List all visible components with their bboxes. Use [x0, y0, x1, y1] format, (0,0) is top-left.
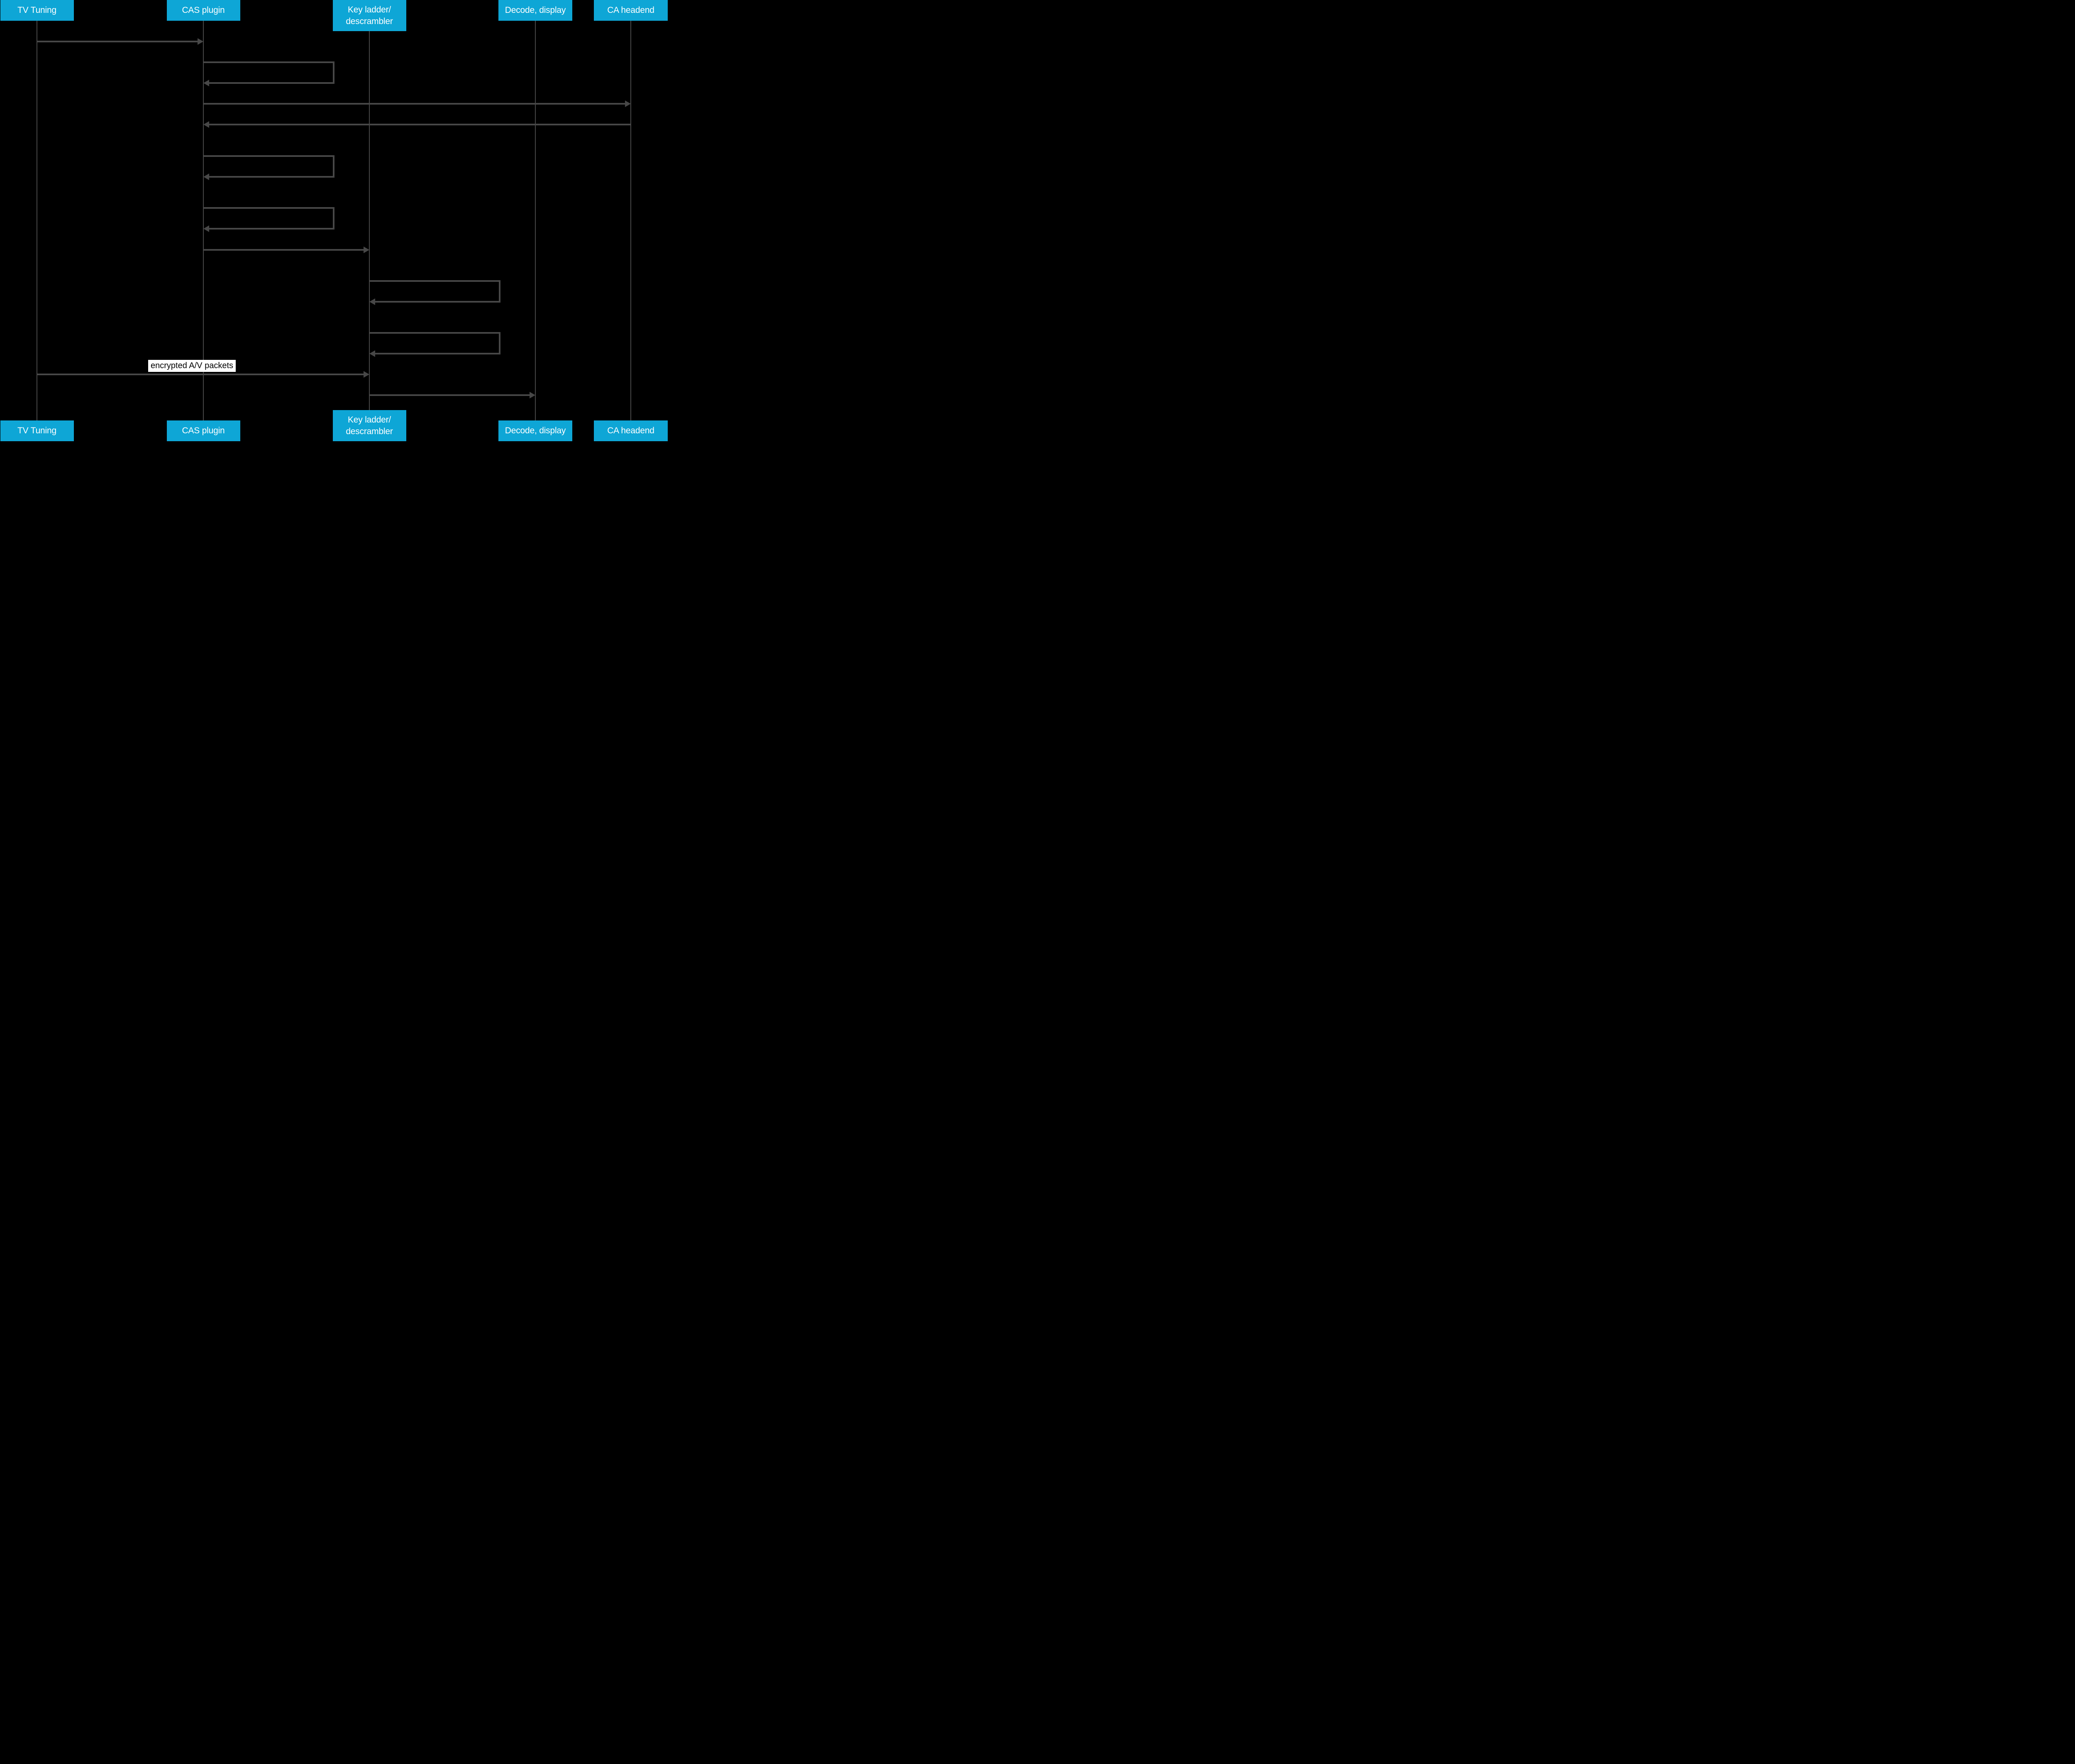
message-self-back-key-self-2	[375, 353, 500, 354]
lifeline-decode-display	[535, 21, 536, 420]
message-self-back-cas-self-3	[209, 228, 334, 230]
arrowhead-cas-self-1	[203, 80, 209, 86]
arrowhead-key-self-1	[369, 298, 375, 305]
arrowhead-key-self-2	[369, 350, 375, 357]
actor-box-bottom-tv-tuning: TV Tuning	[0, 420, 74, 441]
actor-box-top-decode-display: Decode, display	[498, 0, 572, 21]
arrowhead-cas-to-headend	[625, 100, 631, 107]
message-self-side-cas-self-2	[333, 155, 334, 178]
message-arrow-cas-to-headend	[203, 103, 625, 105]
actor-box-top-key-ladder: Key ladder/ descrambler	[332, 0, 406, 31]
message-self-out-cas-self-3	[203, 207, 334, 209]
message-label-tv-to-keyladder: encrypted A/V packets	[148, 360, 236, 372]
message-self-out-cas-self-1	[203, 61, 334, 63]
message-self-back-cas-self-1	[209, 82, 334, 84]
actor-box-top-tv-tuning: TV Tuning	[0, 0, 74, 21]
lifeline-ca-headend	[630, 21, 631, 420]
message-self-side-cas-self-1	[333, 61, 334, 84]
actor-box-bottom-key-ladder: Key ladder/ descrambler	[332, 410, 406, 441]
message-arrow-cas-to-keyladder	[203, 249, 364, 251]
message-self-side-cas-self-3	[333, 207, 334, 230]
arrowhead-cas-self-3	[203, 225, 209, 232]
message-self-out-key-self-1	[369, 280, 500, 282]
message-self-out-key-self-2	[369, 332, 500, 334]
actor-box-top-cas-plugin: CAS plugin	[166, 0, 240, 21]
message-arrow-tv-to-keyladder	[37, 374, 364, 375]
arrowhead-tv-to-keyladder	[364, 371, 369, 378]
arrowhead-key-to-decode	[530, 392, 535, 398]
actor-box-bottom-decode-display: Decode, display	[498, 420, 572, 441]
arrowhead-tv-to-cas	[198, 38, 203, 45]
arrowhead-cas-self-2	[203, 173, 209, 180]
arrowhead-cas-to-keyladder	[364, 247, 369, 253]
actor-box-bottom-ca-headend: CA headend	[594, 420, 668, 441]
message-self-side-key-self-2	[499, 332, 500, 354]
actor-box-top-ca-headend: CA headend	[594, 0, 668, 21]
message-self-side-key-self-1	[499, 280, 500, 303]
lifeline-key-ladder	[369, 31, 370, 410]
message-arrow-key-to-decode	[369, 394, 530, 396]
message-self-back-key-self-1	[375, 301, 500, 303]
message-arrow-tv-to-cas	[37, 41, 198, 42]
message-self-out-cas-self-2	[203, 155, 334, 157]
lifeline-cas-plugin	[203, 21, 204, 420]
message-arrow-headend-to-cas	[209, 124, 631, 125]
message-self-back-cas-self-2	[209, 176, 334, 178]
arrowhead-headend-to-cas	[203, 121, 209, 128]
actor-box-bottom-cas-plugin: CAS plugin	[166, 420, 240, 441]
